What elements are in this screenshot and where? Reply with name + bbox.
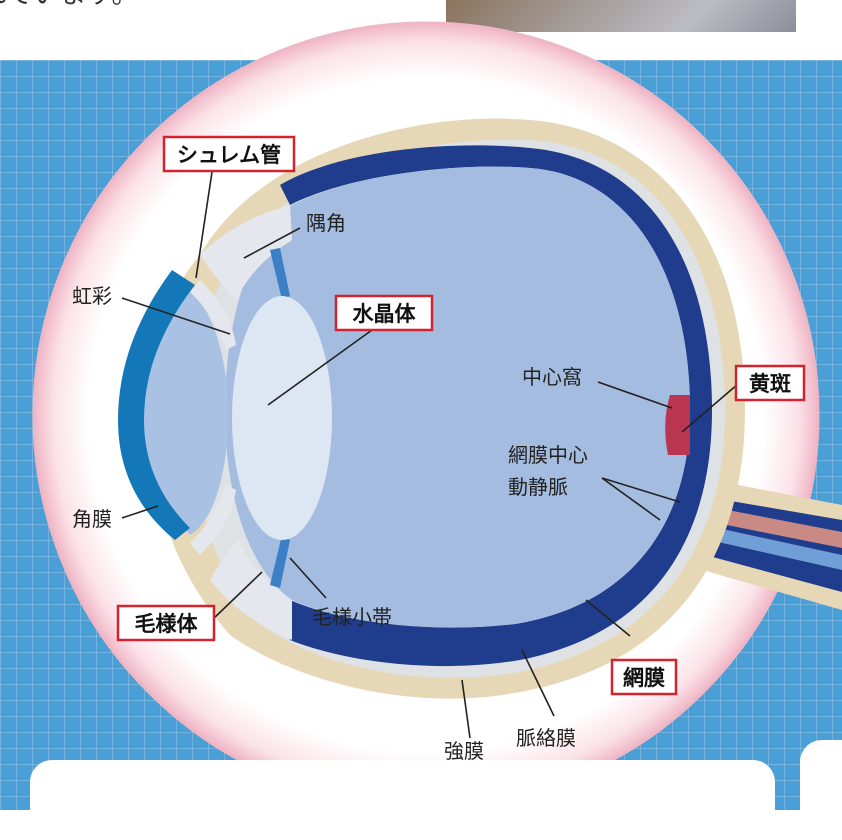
label-ciliary-body-box: 毛様体 <box>116 604 216 642</box>
label-schlemm-box: シュレム管 <box>162 135 296 173</box>
eye-cross-section <box>118 118 842 699</box>
ciliary-body-lower <box>210 540 292 640</box>
label-zonule: 毛様小帯 <box>312 605 392 629</box>
leader-fovea <box>597 381 673 409</box>
leader-iris <box>121 297 231 335</box>
eye-anatomy-diagram: シュレム管 水晶体 黄斑 毛様体 網膜 隅角 虹彩 中心窩 網膜中心 動静脈 角… <box>32 21 842 809</box>
leader-lines <box>121 171 739 739</box>
leader-vessels-1 <box>601 477 681 503</box>
label-retina: 網膜 <box>623 666 665 690</box>
anterior-chamber <box>141 285 228 535</box>
leader-retina <box>585 599 631 637</box>
intro-text: れています。 <box>0 0 139 11</box>
label-ciliary-body: 毛様体 <box>135 612 199 636</box>
label-sclera: 強膜 <box>444 739 484 763</box>
label-cornea: 角膜 <box>72 507 112 531</box>
leader-choroid <box>521 649 555 717</box>
leader-cornea <box>121 505 159 519</box>
label-lens-box: 水晶体 <box>334 294 434 332</box>
leader-macula <box>681 383 739 433</box>
label-angle: 隅角 <box>306 211 346 235</box>
label-macula-box: 黄斑 <box>734 364 806 402</box>
leader-lens <box>267 329 373 406</box>
label-fovea: 中心窩 <box>522 365 582 389</box>
label-schlemm: シュレム管 <box>177 143 281 167</box>
label-iris: 虹彩 <box>72 284 112 308</box>
bottom-card-right <box>800 740 842 840</box>
label-vessels-line1: 網膜中心 <box>508 443 588 467</box>
label-choroid: 脈絡膜 <box>516 726 576 750</box>
leader-ciliary-body <box>211 571 263 621</box>
label-macula: 黄斑 <box>749 372 791 396</box>
retina-layer <box>280 145 712 667</box>
cornea-layer <box>118 270 195 540</box>
ciliary-body-upper <box>200 205 292 300</box>
vitreous-body <box>225 166 690 628</box>
zonule-upper <box>270 248 290 300</box>
label-vessels-line2: 動静脈 <box>508 475 568 499</box>
macula-region <box>665 395 690 455</box>
leader-angle <box>243 227 301 259</box>
leader-sclera <box>461 679 471 739</box>
label-lens: 水晶体 <box>353 302 417 326</box>
label-retina-box: 網膜 <box>610 658 678 696</box>
leader-schlemm <box>195 171 213 279</box>
leader-vessels-2 <box>601 477 661 521</box>
lens-shape <box>232 296 332 540</box>
bottom-card-left <box>30 760 775 840</box>
iris-lower <box>190 485 236 555</box>
leader-zonule <box>289 557 327 599</box>
photo-thumbnail <box>446 0 796 32</box>
zonule-lower <box>270 535 290 588</box>
